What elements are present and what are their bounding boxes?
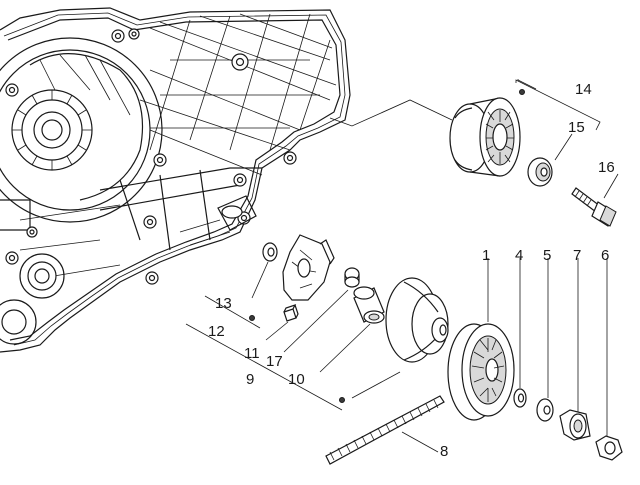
callout-10: 10 — [288, 371, 305, 388]
leader-9-dash — [351, 371, 401, 399]
leader-8 — [401, 431, 439, 453]
callout-11: 11 — [244, 345, 260, 362]
part-1-fan-pulley — [447, 323, 515, 421]
callout-8: 8 — [440, 443, 448, 460]
leader-11 — [265, 321, 289, 341]
callout-14: 14 — [575, 81, 592, 98]
part-10-sleeve — [353, 286, 385, 324]
part-17-bush — [344, 267, 360, 288]
part-9-half-pulley — [385, 277, 449, 363]
part-11-slider — [283, 303, 299, 322]
callout-15: 15 — [568, 119, 585, 136]
callout-13: 13 — [215, 295, 232, 312]
leader-10 — [319, 323, 371, 373]
callout-1: 1 — [482, 247, 490, 264]
part-12-ramp-plate — [282, 234, 335, 301]
callout-5: 5 — [543, 247, 551, 264]
callout-12: 12 — [208, 323, 225, 340]
dot-12 — [249, 315, 255, 321]
bracket-14 — [515, 79, 601, 131]
part-4-washer — [513, 388, 527, 408]
leader-17 — [283, 289, 349, 353]
part-13-washer — [262, 242, 278, 262]
dot-9 — [339, 397, 345, 403]
bracket-12 — [204, 295, 261, 329]
leader-13 — [251, 261, 269, 299]
part-8-belt — [325, 395, 445, 465]
leader-15 — [554, 133, 573, 161]
callout-9: 9 — [246, 371, 254, 388]
part-6-nut — [595, 435, 623, 461]
callout-16: 16 — [598, 159, 615, 176]
callout-4: 4 — [515, 247, 523, 264]
bracket-9 — [185, 323, 343, 411]
callout-17: 17 — [266, 353, 283, 370]
callout-6: 6 — [601, 247, 609, 264]
bracket-14-link — [517, 79, 537, 90]
part-7-sleeve — [559, 409, 591, 441]
leader-line-cover-to-pulley — [329, 99, 453, 127]
part-16-bolt — [571, 187, 617, 227]
part-5-spacer — [536, 398, 554, 422]
crankcase-cover — [0, 7, 351, 353]
callout-7: 7 — [573, 247, 581, 264]
part-15-bearing — [527, 157, 553, 187]
part-14-pulley — [449, 89, 525, 177]
leader-16 — [603, 173, 619, 199]
